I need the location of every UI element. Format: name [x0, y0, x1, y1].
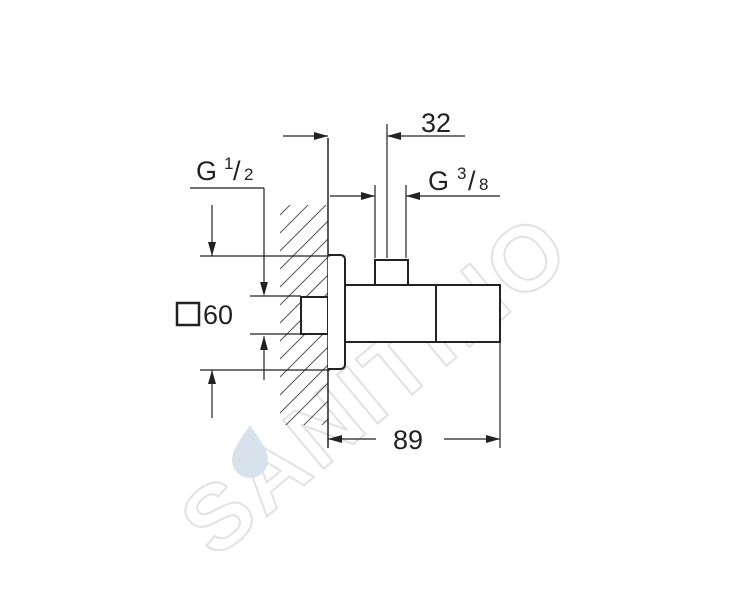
- svg-text:G: G: [196, 156, 217, 186]
- svg-text:2: 2: [244, 165, 253, 184]
- dim-rosette-label: 60: [203, 300, 233, 330]
- svg-text:3: 3: [457, 164, 466, 183]
- dim-outlet-thread: [330, 185, 500, 258]
- square-symbol-icon: [175, 301, 201, 327]
- valve-body: [344, 284, 437, 343]
- watermark: SANITINO: [161, 193, 590, 576]
- dim-outlet-thread-label: G 3 / 8: [428, 164, 488, 196]
- dim-32-label: 32: [421, 108, 451, 138]
- wall-hatch: [280, 205, 328, 425]
- rosette-plate: [328, 254, 346, 370]
- watermark-drop-icon: [232, 425, 268, 478]
- svg-text:SANITINO: SANITINO: [162, 194, 589, 575]
- svg-text:G: G: [428, 166, 449, 196]
- valve-handle: [435, 284, 501, 343]
- dim-89-label: 89: [393, 425, 423, 455]
- dim-wall-offset: [283, 132, 328, 140]
- dim-32: [386, 124, 465, 258]
- dim-inlet-thread: [190, 187, 301, 380]
- dim-89: [328, 342, 501, 448]
- svg-text:1: 1: [224, 154, 233, 173]
- outlet-nipple: [374, 259, 409, 286]
- svg-text:/: /: [468, 166, 476, 196]
- dim-rosette: [200, 205, 330, 418]
- dim-inlet-thread-label: G 1 / 2: [196, 154, 253, 186]
- svg-text:8: 8: [479, 175, 488, 194]
- svg-text:/: /: [233, 156, 241, 186]
- hatch-mask-pipe: [301, 297, 328, 334]
